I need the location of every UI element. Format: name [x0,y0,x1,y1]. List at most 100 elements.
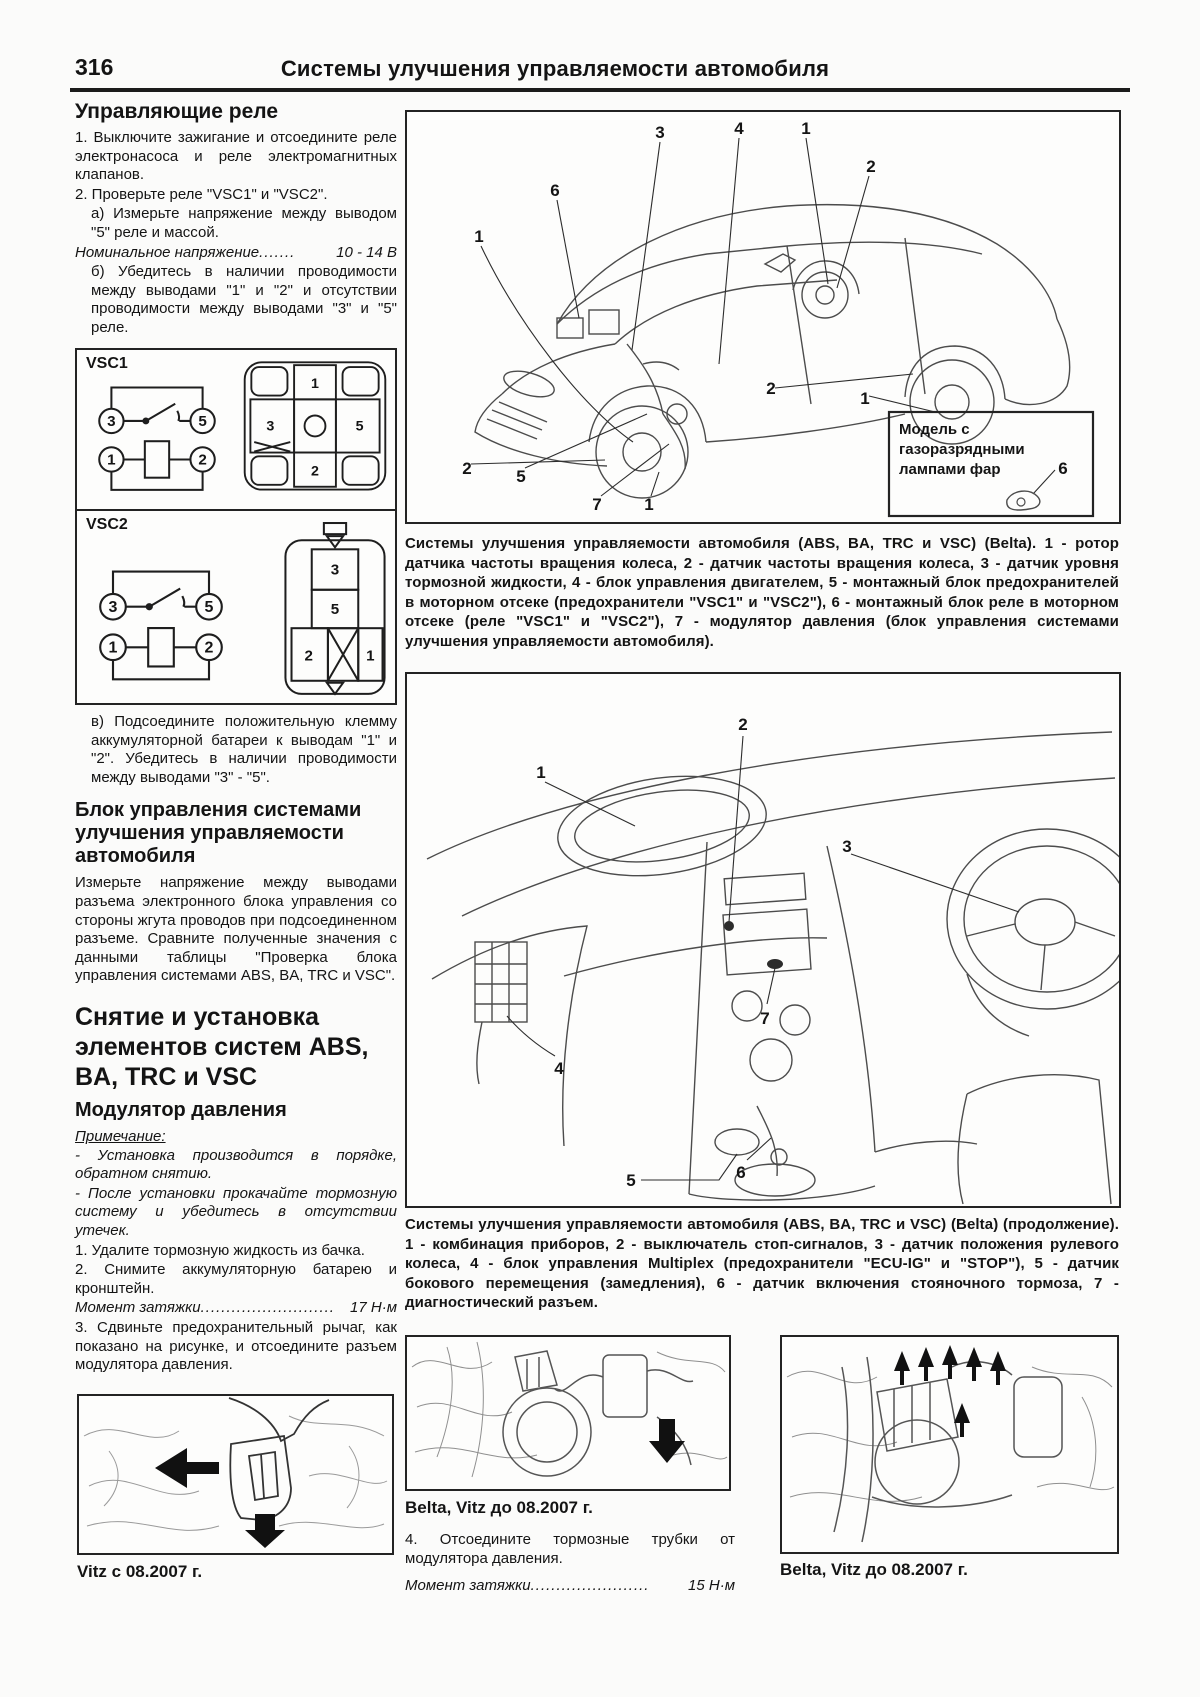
callout: 1 [644,495,653,514]
subsection-heading-modulator: Модулятор давления [75,1098,287,1121]
photo-caption: Belta, Vitz до 08.2007 г. [405,1498,593,1517]
arrow-left [155,1448,219,1488]
callout: 5 [626,1171,635,1190]
spec-value: 15 Н·м [688,1577,735,1594]
vsc2-relay-box: VSC2 3 [75,509,397,706]
step: 3. Сдвиньте предохранительный рычаг, как… [75,1318,397,1374]
paragraph: в) Подсоедините положительную клемму акк… [91,713,397,786]
photo-vitz-after-2007 [77,1394,394,1555]
arrows-up [894,1345,1006,1437]
spec-dots: ....... [259,243,296,261]
note-item: - Установка производится в порядке, обра… [75,1146,397,1183]
arrow-down [649,1419,685,1463]
section-heading-ecu: Блок управления системами улучшения упра… [75,799,362,868]
paragraph: 1. Выключите зажигание и отсоедините рел… [75,129,397,184]
callout: 1 [860,389,869,408]
callout: 4 [734,119,744,138]
header-rule [70,88,1130,92]
vsc2-circuit-diagram: 3 5 1 2 [99,570,223,681]
callout: 2 [766,379,775,398]
page-number: 316 [75,54,114,80]
abs-modulator-photo-sketch [786,1345,1115,1543]
photo-caption: Belta, Vitz до 08.2007 г. [780,1560,968,1579]
pin-1: 1 [109,640,118,657]
figure-car-interior: 1 2 3 4 7 5 6 [405,672,1148,1208]
inset-text-line1: Модель с [899,421,970,438]
paragraph: а) Измерьте напряжение между выводом "5"… [91,205,397,241]
paragraph: Измерьте напряжение между выводами разъе… [75,874,397,985]
section-heading-relays: Управляющие реле [75,100,279,123]
note-item: - После установки прокачайте тормозную с… [75,1184,397,1239]
callout: 3 [655,123,664,142]
spec-torque-17: Момент затяжки..........................… [75,1299,397,1318]
vsc1-label: VSC1 [86,354,128,372]
arrow-down [245,1514,285,1548]
step: 4. Отсоедините тормозные трубки от модул… [405,1531,735,1567]
spec-nominal-voltage: Номинальное напряжение....... 10 - 14 В [75,244,397,263]
note-label: Примечание: [75,1127,166,1145]
relay-diagrams: VSC1 3 [75,347,397,706]
pin-5: 5 [356,418,364,434]
callout: 6 [736,1163,745,1182]
pin-3: 3 [109,599,118,616]
section-heading-removal: Снятие и установка элементов систем ABS,… [75,1002,369,1091]
callout: 3 [842,837,851,856]
pin-2: 2 [304,648,312,665]
photo-belta-vitz-before-2007-a [405,1335,731,1491]
spec-label: Момент затяжки [75,1299,201,1317]
callout: 1 [474,227,483,246]
pin-5: 5 [331,601,339,618]
callout: 2 [738,715,747,734]
callout: 7 [592,495,601,514]
callout: 7 [760,1009,769,1028]
inset-text-line2: газоразрядными [899,441,1025,458]
pin-5: 5 [198,413,207,430]
spec-label: Номинальное напряжение [75,243,260,261]
pin-1: 1 [311,375,319,391]
spec-value: 17 Н·м [350,1299,397,1317]
spec-value: 10 - 14 В [336,243,397,261]
callout: 2 [866,157,875,176]
page-title: Системы улучшения управляемости автомоби… [280,56,830,81]
spec-dots: ....................... [530,1577,650,1594]
callout: 6 [550,181,559,200]
car-interior-illustration: 1 2 3 4 7 5 6 [426,715,1148,1205]
pin-1: 1 [366,648,374,665]
vsc2-connector-diagram: 3 5 2 1 [284,522,386,696]
paragraph: 2. Проверьте реле "VSC1" и "VSC2". [75,185,328,203]
callout: 1 [801,119,810,138]
pin-2: 2 [198,451,206,468]
left-column: Управляющие реле 1. Выключите зажигание … [75,100,397,1376]
vsc1-circuit-diagram: 3 5 1 2 [98,386,216,491]
xenon-inset-box: Модель с газоразрядными лампами фар 6 [887,410,1095,518]
pin-2: 2 [205,640,214,657]
photo-caption: Vitz с 08.2007 г. [77,1562,203,1581]
callout: 6 [1058,459,1067,478]
figure2-caption: Системы улучшения управляемости автомоби… [405,1216,1119,1311]
car-exterior-illustration: 3 4 1 2 6 1 2 5 7 1 2 1 Модель с газораз… [462,119,1095,518]
underbody-photo-sketch [83,1397,388,1548]
engine-bay-photo-sketch [411,1341,728,1478]
step: 2. Снимите аккумуляторную батарею и крон… [75,1261,397,1297]
pin-3: 3 [331,562,339,579]
pin-5: 5 [205,599,214,616]
figure-car-exterior: 3 4 1 2 6 1 2 5 7 1 2 1 Модель с газораз… [405,110,1121,524]
pin-1: 1 [107,451,116,468]
vsc2-label: VSC2 [86,516,128,534]
spec-dots: .......................... [200,1299,335,1317]
callout: 2 [462,459,471,478]
spec-torque-15: Момент затяжки....................... 15 … [405,1577,735,1594]
pin-3: 3 [107,413,115,430]
photo-belta-vitz-before-2007-b [780,1335,1119,1554]
vsc1-connector-diagram: 1 3 5 2 [243,360,387,491]
callout: 5 [516,467,525,486]
spec-label: Момент затяжки [405,1577,531,1594]
step: 1. Удалите тормозную жидкость из бачка. [75,1241,365,1259]
pin-2: 2 [311,463,319,479]
figure1-caption: Системы улучшения управляемости автомоби… [405,535,1119,650]
vsc1-relay-box: VSC1 3 [75,347,397,512]
callout: 4 [554,1059,564,1078]
paragraph: б) Убедитесь в наличии проводимости межд… [91,263,397,336]
pin-3: 3 [266,418,274,434]
